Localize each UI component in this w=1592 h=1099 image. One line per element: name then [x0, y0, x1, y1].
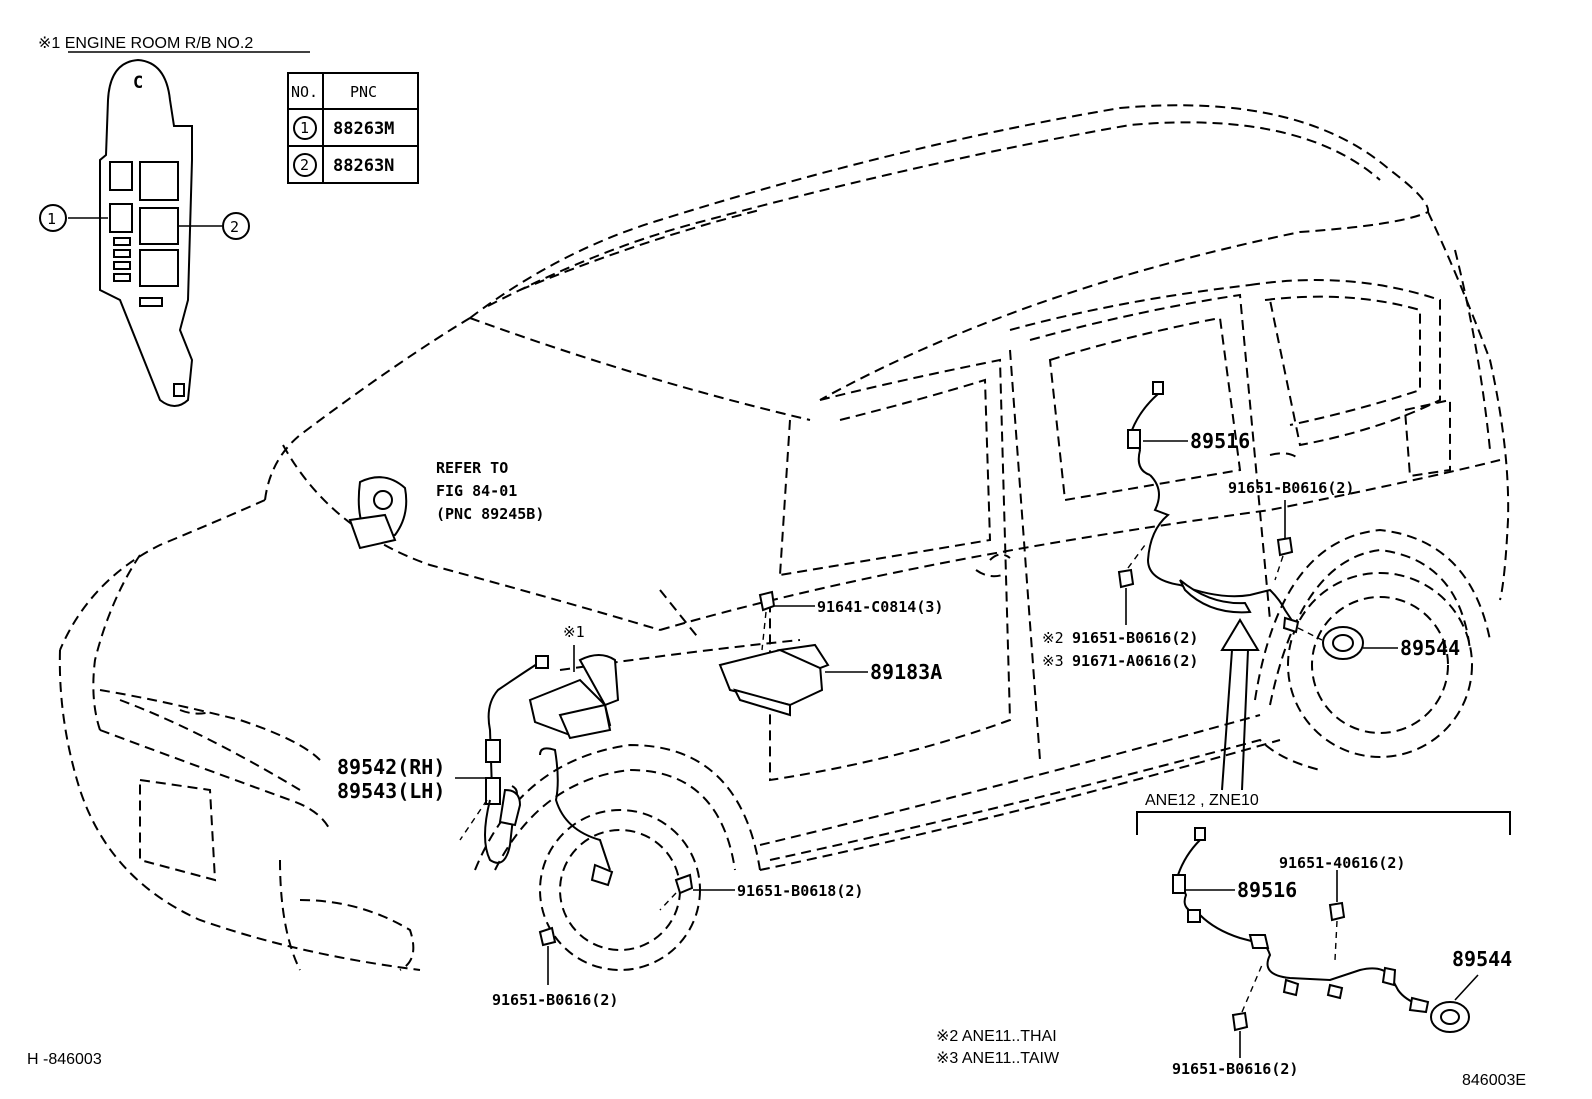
rear-note2: ※2: [1042, 629, 1064, 647]
sensor-89183a-group: 91641-C0814(3) 89183A: [718, 590, 943, 717]
sensor-89183a-label: 89183A: [870, 660, 942, 684]
front-speed-sensor: 89542(RH) 89543(LH): [337, 655, 614, 887]
relay-slot-2: [139, 207, 179, 245]
variant-title: ANE12 , ZNE10: [1145, 792, 1259, 809]
pnc-table: NO. PNC 1 88263M 2 88263N: [287, 72, 419, 184]
bolt-front-bottom-label: 91651-B0616(2): [492, 991, 618, 1009]
sensor-89543-label: 89543(LH): [337, 779, 445, 803]
relay-note: ※1: [563, 623, 585, 641]
footnote-3: ※3 ANE11..TAIW: [936, 1050, 1060, 1067]
var-89544-label: 89544: [1452, 947, 1512, 971]
rear-bolt-left1-label: 91651-B0616(2): [1072, 629, 1198, 647]
table-row-1-pnc: 88263M: [333, 119, 394, 139]
table-header-pnc: PNC: [350, 83, 377, 101]
bolt-91641-label: 91641-C0814(3): [817, 598, 943, 616]
table-row-2-pnc: 88263N: [333, 156, 394, 176]
code-left: H -846003: [27, 1051, 102, 1068]
var-89516-label: 89516: [1237, 878, 1297, 902]
front-relay-box: ※1: [528, 623, 620, 740]
rear-speed-sensor: 89516 91651-B0616(2) ※2 91651-B0616(2) ※…: [1042, 381, 1460, 670]
rear-bolt-top-label: 91651-B0616(2): [1228, 479, 1354, 497]
code-right: 846003E: [1462, 1072, 1526, 1089]
front-bolts: 91651-B0618(2) 91651-B0616(2): [492, 873, 863, 1009]
relay-block-outline: [99, 58, 194, 407]
relay-slot-1: [109, 203, 133, 233]
marker-2: 2: [230, 218, 239, 236]
refer-line1: REFER TO: [436, 459, 508, 477]
table-header-no: NO.: [291, 83, 318, 101]
var-bolt-bottom-label: 91651-B0616(2): [1172, 1060, 1298, 1078]
refer-line3: (PNC 89245B): [436, 505, 544, 523]
relay-block-inset: ※1 ENGINE ROOM R/B NO.2 C 1 2 NO. PNC: [38, 35, 419, 407]
footnote-2: ※2 ANE11..THAI: [936, 1028, 1057, 1045]
rear-89544-label: 89544: [1400, 636, 1460, 660]
rear-89516-label: 89516: [1190, 429, 1250, 453]
var-bolt-top-label: 91651-40616(2): [1279, 854, 1405, 872]
inset-title: ※1 ENGINE ROOM R/B NO.2: [38, 35, 253, 52]
marker-1-circle: [39, 204, 67, 232]
bolt-front-right-label: 91651-B0618(2): [737, 882, 863, 900]
relay-block-mark: C: [133, 73, 143, 93]
refer-line2: FIG 84-01: [436, 482, 517, 500]
rear-note3: ※3: [1042, 652, 1064, 670]
rear-bolt-left2-label: 91671-A0616(2): [1072, 652, 1198, 670]
variant-inset: ANE12 , ZNE10 89516 91651-40616(2) 89544…: [1136, 792, 1512, 1078]
airbag-sensor-refer: REFER TO FIG 84-01 (PNC 89245B): [348, 459, 544, 550]
table-row-2-no: 2: [300, 156, 309, 174]
marker-1: 1: [47, 210, 56, 228]
sensor-89542-label: 89542(RH): [337, 755, 445, 779]
marker-2-circle: [222, 212, 250, 240]
variant-arrow: [1220, 618, 1260, 791]
vehicle-outline: [58, 104, 1510, 971]
table-row-1-no: 1: [300, 119, 309, 137]
